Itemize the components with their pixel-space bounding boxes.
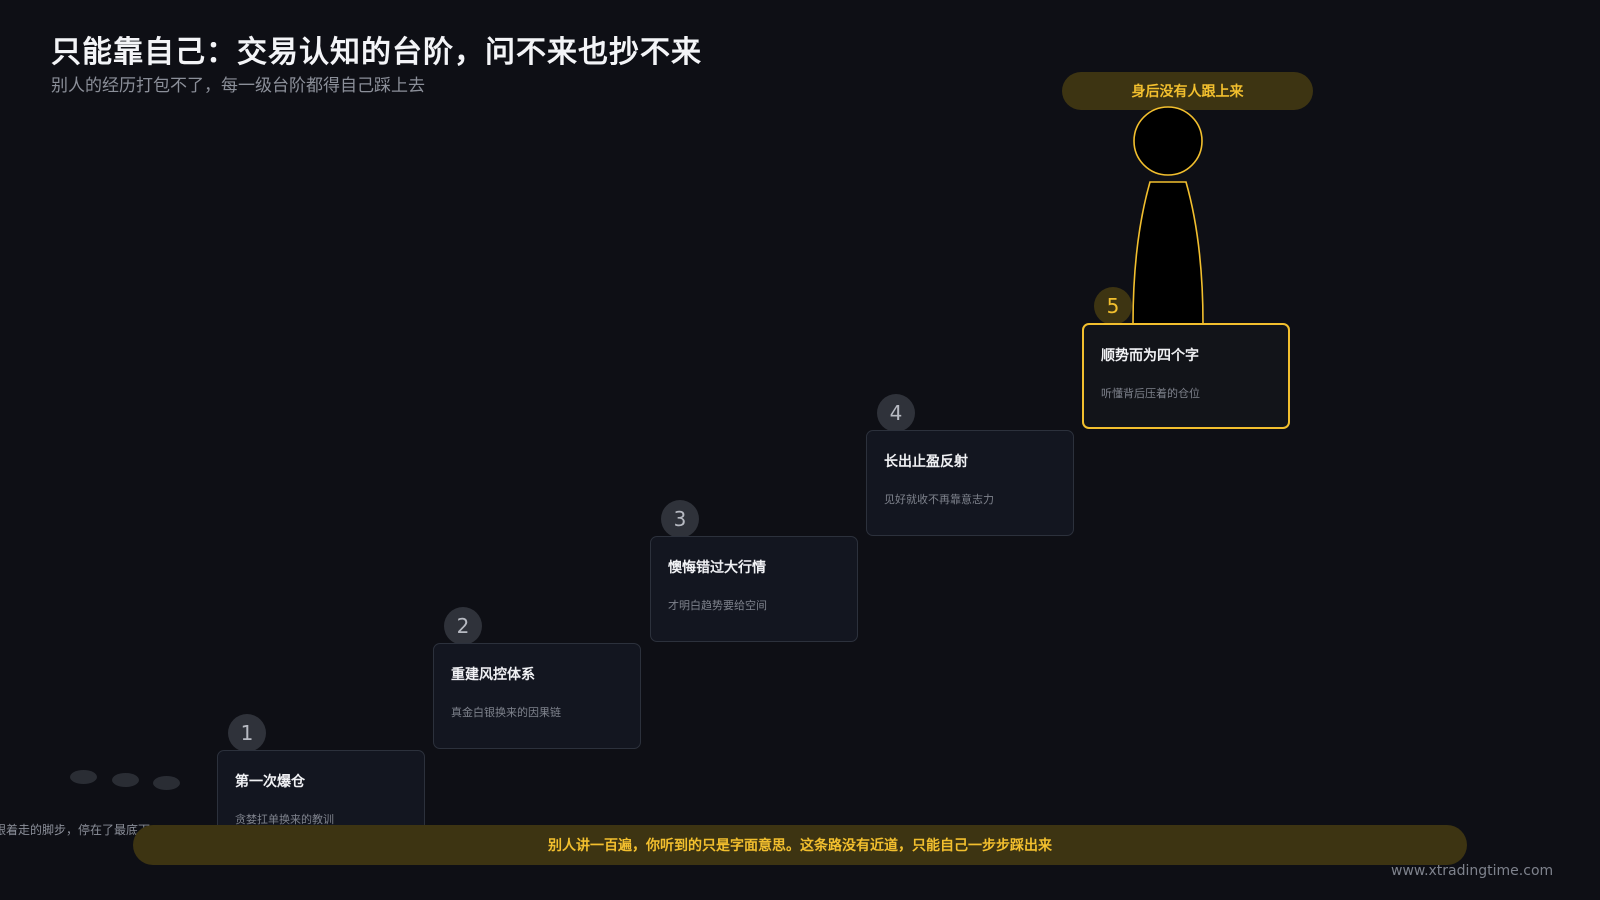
step-5-desc: 听懂背后压着的仓位 [1101, 387, 1200, 400]
step-4-desc: 见好就收不再靠意志力 [884, 493, 994, 506]
step-4-title: 长出止盈反射 [884, 454, 968, 470]
step-5-title: 顺势而为四个字 [1101, 348, 1199, 364]
step-3-number: 3 [661, 500, 699, 538]
step-3-title: 懊悔错过大行情 [668, 560, 766, 576]
footprints-label: 跟着走的脚步，停在了最底下 [0, 823, 151, 837]
step-2-number: 2 [444, 607, 482, 645]
footprint-icon [70, 770, 97, 784]
step-4-card: 长出止盈反射 见好就收不再靠意志力 [866, 430, 1074, 536]
step-1-desc: 贪婪扛单换来的教训 [235, 813, 334, 826]
footprint-icon [153, 776, 180, 790]
page-subtitle: 别人的经历打包不了，每一级台阶都得自己踩上去 [51, 76, 425, 96]
step-4-number: 4 [877, 394, 915, 432]
person-figure-icon [1132, 106, 1204, 324]
step-1-number: 1 [228, 714, 266, 752]
step-1-title: 第一次爆仓 [235, 774, 305, 790]
step-2-card: 重建风控体系 真金白银换来的因果链 [433, 643, 641, 749]
bottom-message-banner: 别人讲一百遍，你听到的只是字面意思。这条路没有近道，只能自己一步步踩出来 [133, 825, 1467, 865]
watermark-url: www.xtradingtime.com [1391, 863, 1554, 879]
footprint-icon [112, 773, 139, 787]
step-5-number: 5 [1094, 287, 1132, 325]
step-2-desc: 真金白银换来的因果链 [451, 706, 561, 719]
step-2-title: 重建风控体系 [451, 667, 535, 683]
page-title: 只能靠自己：交易认知的台阶，问不来也抄不来 [51, 35, 702, 70]
step-5-card: 顺势而为四个字 听懂背后压着的仓位 [1082, 323, 1290, 429]
step-3-desc: 才明白趋势要给空间 [668, 599, 767, 612]
step-3-card: 懊悔错过大行情 才明白趋势要给空间 [650, 536, 858, 642]
figure-label-badge: 身后没有人跟上来 [1062, 72, 1313, 110]
